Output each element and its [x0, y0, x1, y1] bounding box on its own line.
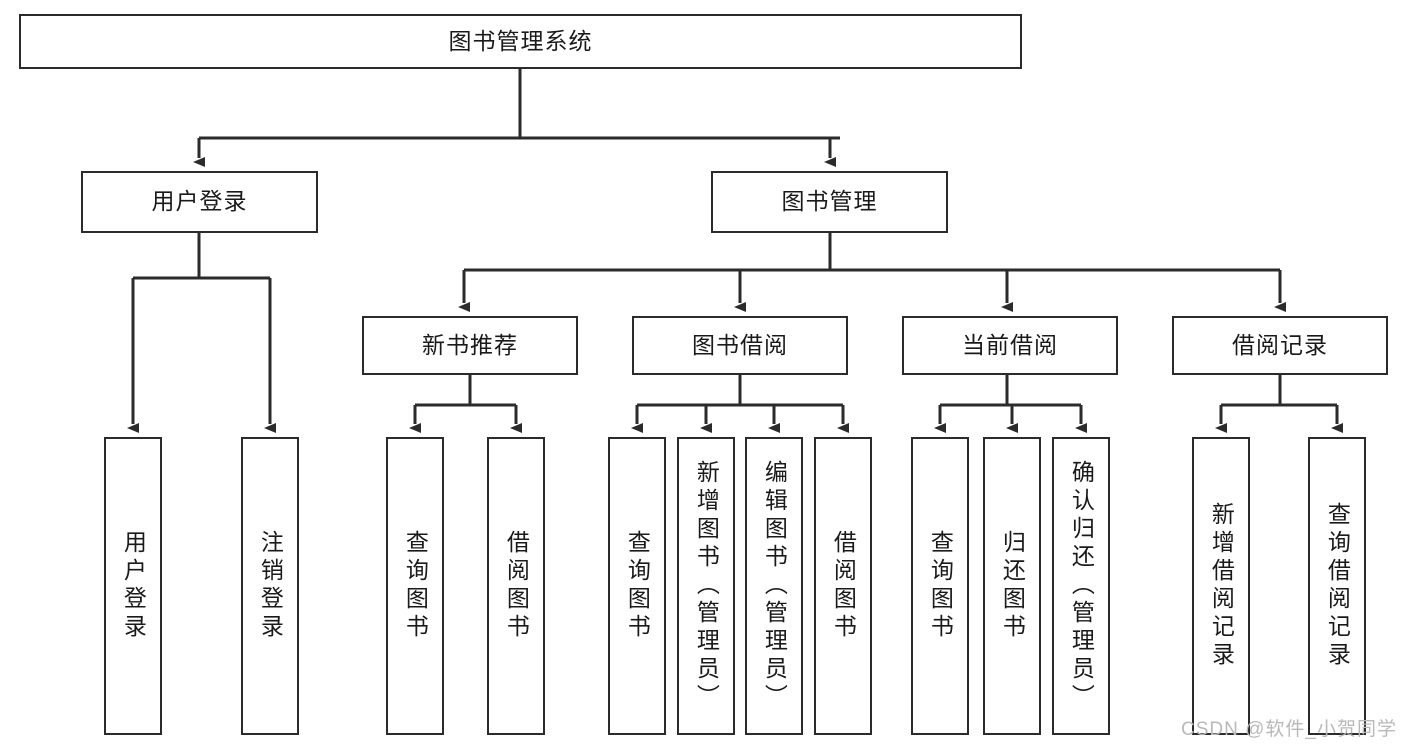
- node-borrow-record[interactable]: 借阅记录: [1172, 316, 1388, 375]
- node-leaf-confirm-return[interactable]: 确认归还（管理员）: [1052, 437, 1110, 735]
- node-leaf-borrow-book-rec[interactable]: 借阅图书: [487, 437, 545, 735]
- node-book-manage[interactable]: 图书管理: [711, 171, 948, 233]
- node-leaf-borrow-book-bor[interactable]: 借阅图书: [814, 437, 872, 735]
- node-leaf-return-book-label: 归还图书: [999, 530, 1026, 642]
- node-leaf-add-record-label: 新增借阅记录: [1208, 502, 1235, 670]
- node-leaf-query-book-bor[interactable]: 查询图书: [608, 437, 666, 735]
- node-current-borrow[interactable]: 当前借阅: [902, 316, 1118, 375]
- node-current-borrow-label: 当前借阅: [962, 331, 1058, 358]
- node-root-label: 图书管理系统: [448, 27, 593, 54]
- node-new-book-rec[interactable]: 新书推荐: [362, 316, 578, 375]
- node-leaf-user-login-label: 用户登录: [120, 530, 147, 642]
- node-leaf-return-book[interactable]: 归还图书: [983, 437, 1041, 735]
- node-leaf-user-login[interactable]: 用户登录: [104, 437, 162, 735]
- node-new-book-rec-label: 新书推荐: [422, 331, 518, 358]
- node-leaf-confirm-return-label: 确认归还（管理员）: [1068, 460, 1095, 712]
- node-leaf-edit-book-label: 编辑图书（管理员）: [761, 460, 788, 712]
- node-leaf-query-book-rec-label: 查询图书: [402, 530, 429, 642]
- node-book-borrow-label: 图书借阅: [692, 331, 788, 358]
- node-leaf-add-book[interactable]: 新增图书（管理员）: [677, 437, 735, 735]
- node-leaf-query-book-rec[interactable]: 查询图书: [386, 437, 444, 735]
- node-leaf-add-book-label: 新增图书（管理员）: [693, 460, 720, 712]
- node-root[interactable]: 图书管理系统: [19, 14, 1022, 69]
- node-user-login[interactable]: 用户登录: [81, 171, 318, 233]
- node-borrow-record-label: 借阅记录: [1232, 331, 1328, 358]
- node-leaf-edit-book[interactable]: 编辑图书（管理员）: [745, 437, 803, 735]
- node-book-manage-label: 图书管理: [781, 188, 878, 215]
- node-leaf-query-book-bor-label: 查询图书: [624, 530, 651, 642]
- node-leaf-borrow-book-bor-label: 借阅图书: [830, 530, 857, 642]
- watermark: CSDN @软件_小贺同学: [1181, 719, 1397, 740]
- node-leaf-borrow-book-rec-label: 借阅图书: [503, 530, 530, 642]
- node-leaf-query-book-cur-label: 查询图书: [927, 530, 954, 642]
- node-leaf-logout-label: 注销登录: [257, 530, 284, 642]
- node-leaf-query-book-cur[interactable]: 查询图书: [911, 437, 969, 735]
- node-leaf-logout[interactable]: 注销登录: [241, 437, 299, 735]
- node-leaf-add-record[interactable]: 新增借阅记录: [1192, 437, 1250, 735]
- node-leaf-query-record-label: 查询借阅记录: [1324, 502, 1351, 670]
- node-user-login-label: 用户登录: [151, 188, 248, 215]
- node-leaf-query-record[interactable]: 查询借阅记录: [1308, 437, 1366, 735]
- node-book-borrow[interactable]: 图书借阅: [632, 316, 848, 375]
